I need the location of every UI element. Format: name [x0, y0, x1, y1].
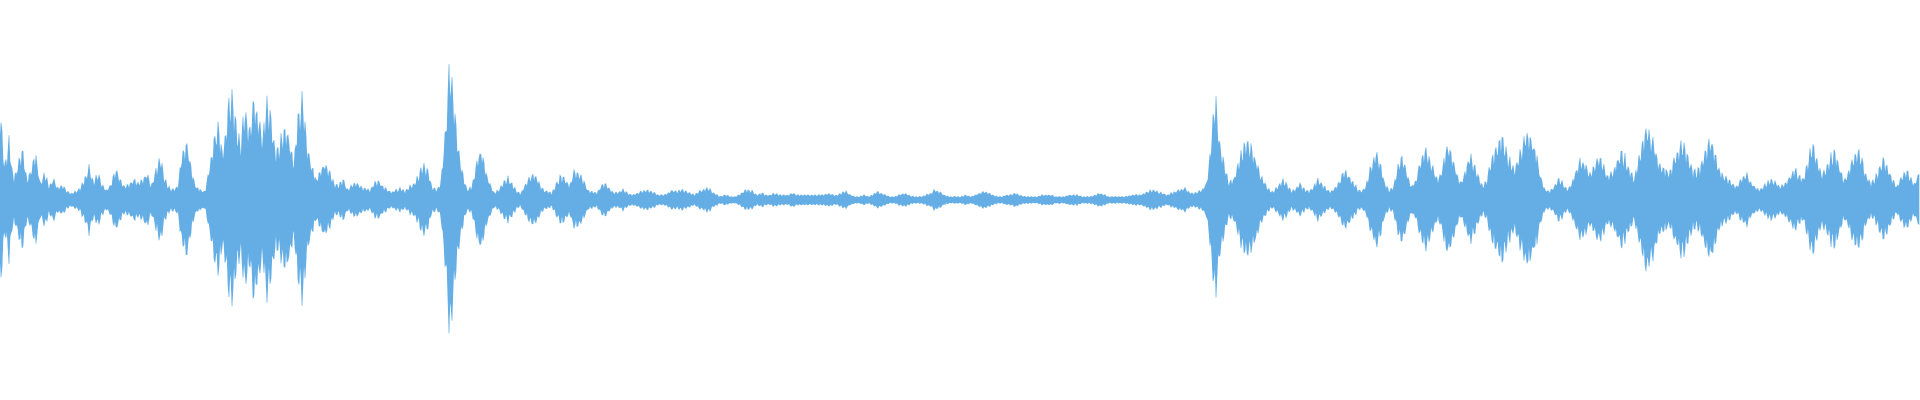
waveform-shape: [0, 64, 1920, 334]
